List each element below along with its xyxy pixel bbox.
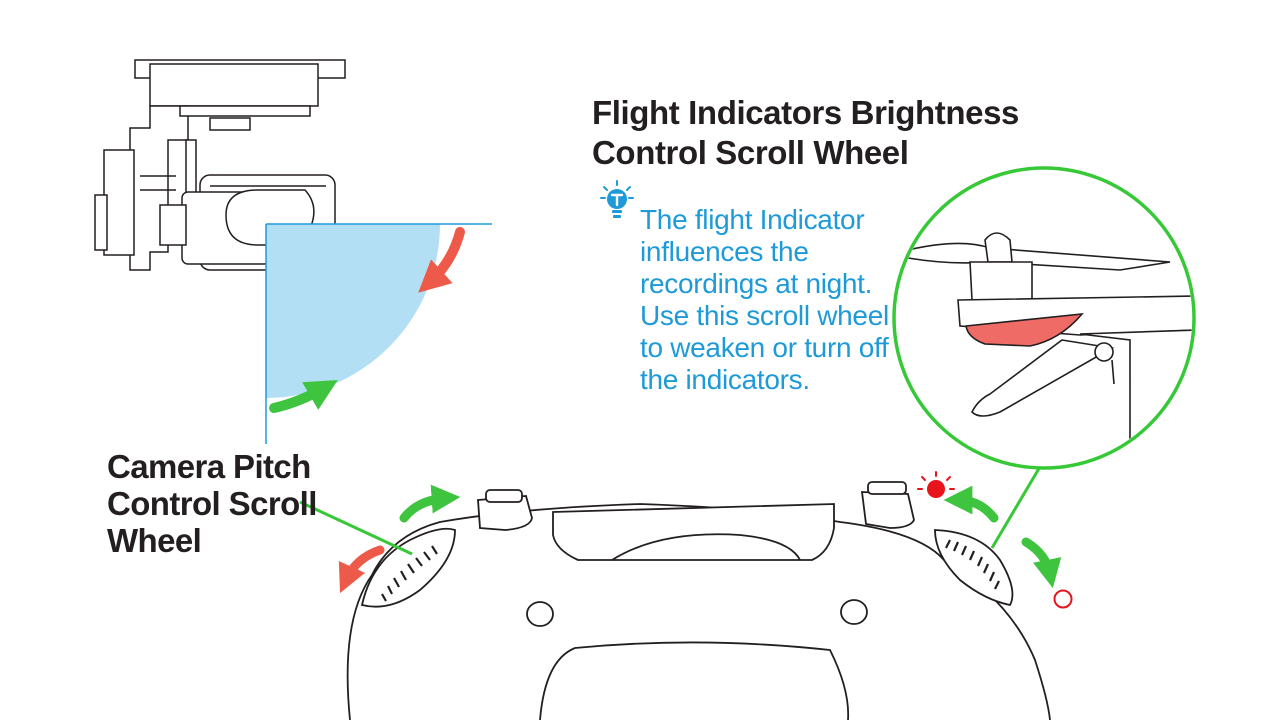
- pitch-up-arrow-red: [418, 227, 465, 293]
- brightness-up-arrow-green: [943, 485, 999, 523]
- camera-pitch-scroll-wheel[interactable]: [381, 545, 438, 602]
- pitch-down-arrow-green: [269, 379, 338, 413]
- brightness-note: The flight Indicator influences the reco…: [640, 204, 889, 395]
- brightness-down-arrow-green: [1021, 537, 1062, 589]
- led-on-icon: [917, 471, 955, 498]
- drone-arm-led-inset: [892, 166, 1196, 470]
- brightness-wheel-title: Flight Indicators Brightness Control Scr…: [592, 94, 1020, 171]
- remote-controller-drawing: [346, 481, 1051, 720]
- pitch-range-indicator: [265, 223, 492, 444]
- brightness-scroll-wheel[interactable]: [945, 539, 1000, 590]
- led-off-icon: [1053, 589, 1073, 609]
- brightness-callout-line: [990, 459, 1046, 549]
- wheel-up-arrow-green: [399, 484, 461, 523]
- camera-pitch-callout-line: [299, 500, 413, 556]
- lightbulb-icon: [600, 180, 634, 218]
- wheel-down-arrow-red: [338, 545, 385, 594]
- camera-pitch-title: Camera Pitch Control Scroll Wheel: [107, 448, 317, 559]
